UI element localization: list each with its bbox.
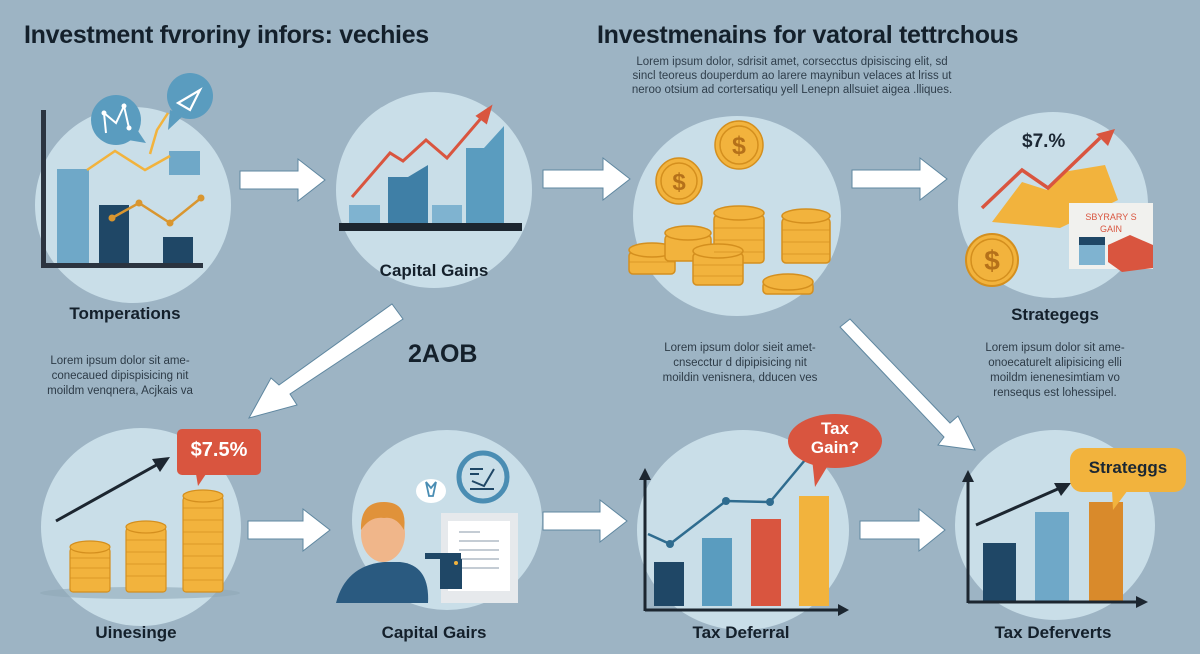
step-label: Tax Deferverts — [994, 623, 1112, 642]
strategy-bubble: Strateggs — [1088, 458, 1168, 477]
paragraph-left: Lorem ipsum dolor sit ame- conecaued dip… — [20, 354, 220, 399]
step-label: Capital Gains — [379, 261, 489, 280]
paragraph-line: Lorem ipsum dolor sit ame- — [50, 355, 190, 367]
tax-gain-bubble: Tax Gain? — [788, 419, 882, 457]
step-label: Strategegs — [1011, 305, 1099, 324]
intro-line: sincl teoreus douperdum ao larere maynib… — [632, 70, 952, 82]
paragraph-line: moildm ienenesimtiam vo — [990, 372, 1120, 384]
step-label: Tomperations — [69, 304, 181, 323]
paragraph-line: Lorem ipsum dolor sieit amet- — [664, 342, 816, 354]
right-title: Investmenains for vatoral tettrchous — [597, 21, 1019, 49]
svg-text:$: $ — [984, 245, 1000, 276]
strategy-percent-badge: $7.% — [1022, 131, 1066, 152]
center-code: 2AOB — [408, 340, 478, 368]
step-label: Uinesinge — [95, 623, 177, 642]
paragraph-line: rensequs est lohessipel. — [993, 387, 1117, 399]
paragraph-line: onoecaturelt alipisicing elli — [988, 357, 1122, 369]
step-label: Tax Deferral — [692, 623, 790, 642]
paragraph-line: moildm venqnera, Acjkais va — [47, 385, 193, 397]
growth-percent-badge: $7.5% — [190, 439, 248, 461]
left-title: Investment fvroriny infors: vechies — [24, 21, 429, 49]
intro-line: neroo otsium ad cortersatiqu yell Lenepn… — [631, 84, 953, 96]
card-line: GAIN — [1099, 224, 1122, 234]
paragraph-center: Lorem ipsum dolor sieit amet- cnsecctur … — [640, 341, 840, 386]
bubble-line: Gain? — [810, 438, 860, 457]
svg-text:$: $ — [672, 169, 686, 196]
card-line: SBYRARY S — [1085, 212, 1137, 222]
paragraph-line: moildin venisnera, dducen ves — [662, 372, 818, 384]
svg-text:$: $ — [732, 132, 746, 160]
paragraph-line: conecaued dipispisicing nit — [51, 370, 189, 382]
paragraph-line: cnsecctur d dipipisicing nit — [673, 357, 807, 369]
strategy-card: SBYRARY S GAIN — [1069, 211, 1153, 235]
paragraph-line: Lorem ipsum dolor sit ame- — [985, 342, 1125, 354]
bubble-line: Tax — [820, 419, 850, 438]
step-label: Capital Gairs — [381, 623, 487, 642]
intro-text: Lorem ipsum dolor, sdrisit amet, corsecc… — [592, 55, 992, 97]
paragraph-right: Lorem ipsum dolor sit ame- onoecaturelt … — [960, 341, 1150, 401]
intro-line: Lorem ipsum dolor, sdrisit amet, corsecc… — [636, 56, 948, 68]
